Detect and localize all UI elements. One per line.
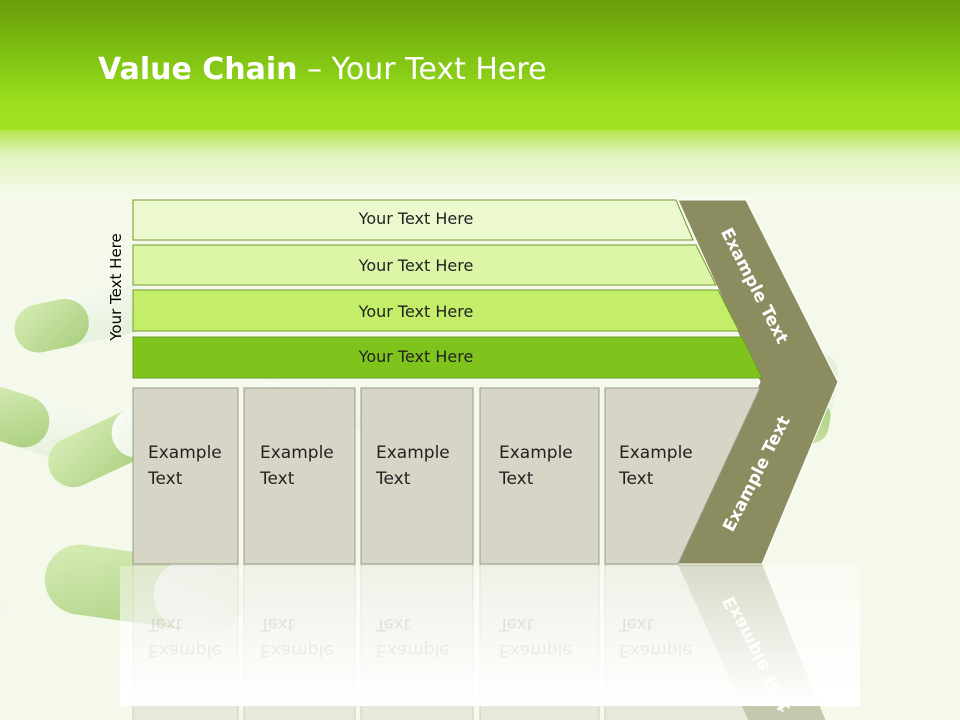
support-row-2 bbox=[132, 244, 717, 286]
support-activities-label: Your Text Here bbox=[107, 233, 125, 341]
primary-box-text: Text bbox=[618, 469, 654, 489]
primary-box-text: Text bbox=[498, 469, 534, 489]
support-row-4 bbox=[132, 336, 763, 379]
primary-box-text: Example bbox=[148, 443, 222, 463]
primary-box-text: Text bbox=[147, 469, 183, 489]
title-bold: Value Chain bbox=[98, 52, 298, 87]
primary-box-5 bbox=[604, 387, 761, 565]
primary-box-text: Text bbox=[259, 469, 295, 489]
title-rest: – Your Text Here bbox=[297, 52, 547, 87]
support-row-3 bbox=[132, 289, 740, 332]
primary-box-text: Example bbox=[376, 443, 450, 463]
support-row-label: Your Text Here bbox=[358, 347, 474, 366]
primary-box-3 bbox=[360, 387, 474, 565]
support-row-label: Your Text Here bbox=[358, 256, 474, 275]
primary-box-2 bbox=[243, 387, 356, 565]
support-row-label: Your Text Here bbox=[358, 209, 474, 228]
primary-box-text: Example bbox=[260, 443, 334, 463]
reflection-fade bbox=[120, 566, 860, 706]
primary-box-4 bbox=[479, 387, 600, 565]
primary-box-text: Text bbox=[375, 469, 411, 489]
slide-title: Value Chain – Your Text Here bbox=[98, 52, 547, 87]
support-row-1 bbox=[132, 199, 694, 241]
margin-chevron bbox=[677, 199, 839, 565]
primary-box-1 bbox=[132, 387, 239, 565]
primary-box-text: Example bbox=[499, 443, 573, 463]
support-row-label: Your Text Here bbox=[358, 302, 474, 321]
primary-box-text: Example bbox=[619, 443, 693, 463]
